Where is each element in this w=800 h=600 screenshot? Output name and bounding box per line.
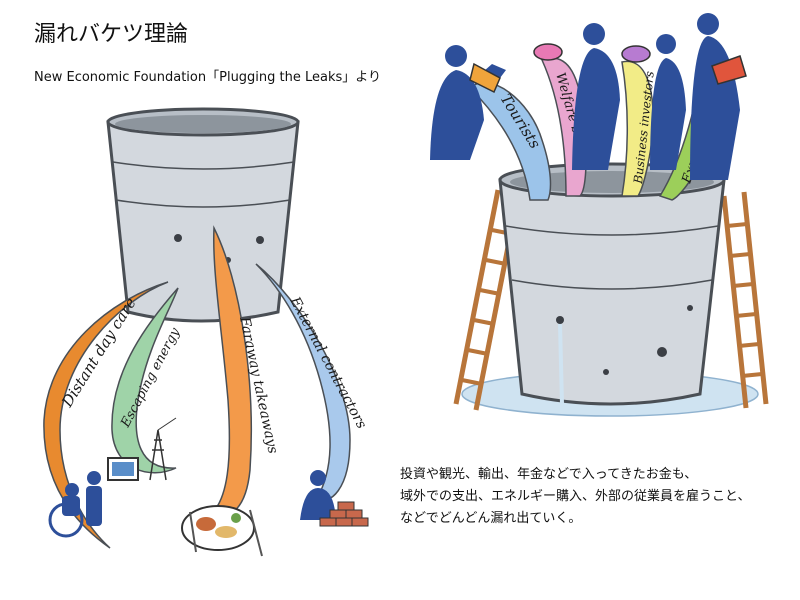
caption-line-1: 投資や観光、輸出、年金などで入ってきたお金も、 [400, 464, 790, 486]
left-bucket [108, 109, 298, 321]
food-plate-icon [182, 506, 262, 556]
right-ladder [724, 192, 766, 408]
explanation-caption: 投資や観光、輸出、年金などで入ってきたお金も、 域外での支出、エネルギー購入、外… [400, 464, 790, 530]
caption-line-2: 域外での支出、エネルギー購入、外部の従業員を雇うこと、 [400, 486, 790, 508]
pouring-figures-icon [430, 13, 740, 180]
caption-line-3: などでどんどん漏れ出ていく。 [400, 508, 790, 530]
